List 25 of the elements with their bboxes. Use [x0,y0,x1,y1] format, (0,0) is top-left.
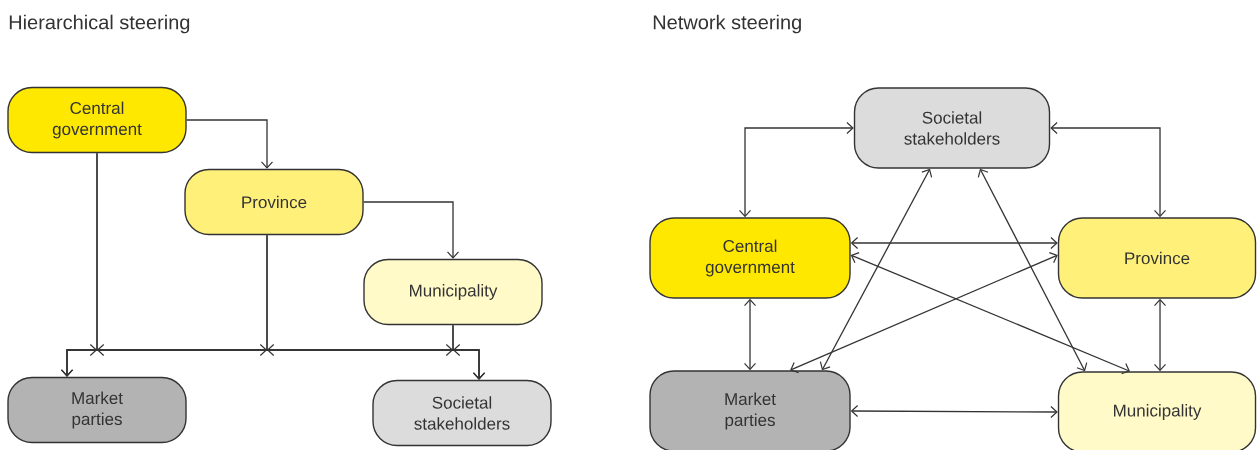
arrow [977,168,1088,372]
arrow [738,121,854,218]
arrow [186,119,274,169]
arrow [743,298,757,371]
heading: Hierarchical steering [9,14,190,34]
arrow [790,252,1058,374]
rounded-box: Central government [7,86,187,154]
arrow [850,252,1130,375]
rounded-box: Province [184,168,364,236]
rounded-box: Societal stakeholders [372,379,552,447]
rounded-box: Province [1057,217,1257,299]
rounded-box: Market parties [649,370,851,450]
heading: Network steering [653,14,801,34]
rounded-box: Central government [649,217,851,299]
arrow [1153,298,1167,372]
arrow [850,236,1058,250]
arrow [363,201,460,259]
rounded-box: Municipality [363,258,543,326]
arrow [1050,121,1167,218]
rounded-box: Municipality [1057,371,1257,450]
arrow [819,168,933,371]
arrow [445,324,486,380]
rounded-box: Market parties [7,376,187,444]
arrow [850,404,1058,419]
rounded-box: Societal stakeholders [853,87,1051,169]
